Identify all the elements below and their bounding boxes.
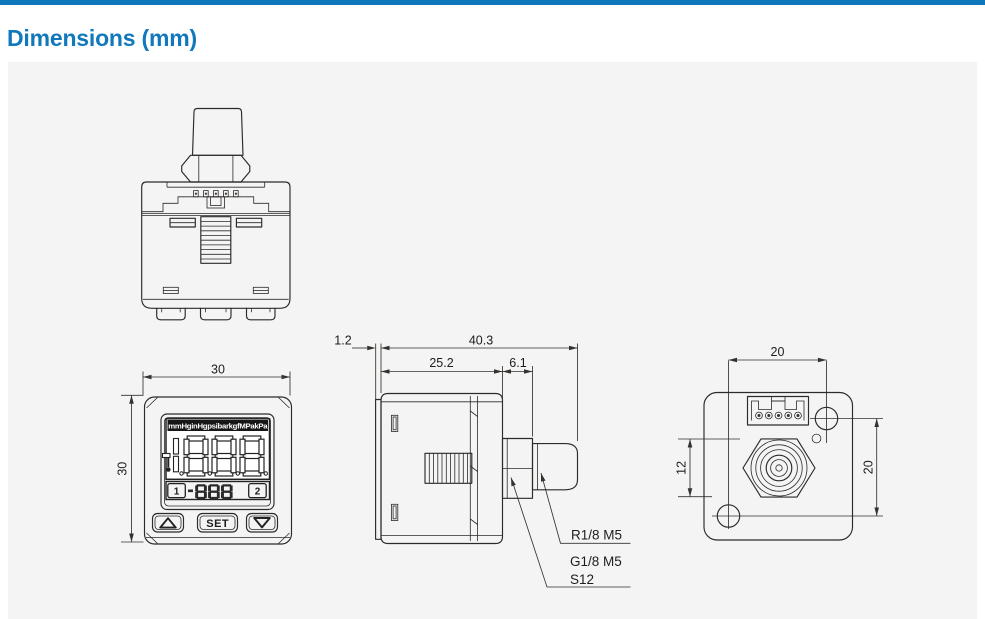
top-accent-bar bbox=[0, 0, 985, 5]
ribbed-vent-side bbox=[424, 452, 473, 484]
corner-chamfers bbox=[146, 397, 290, 544]
front-dimensions: 30 30 bbox=[116, 363, 291, 543]
connector-recess-top bbox=[141, 182, 290, 213]
body-top bbox=[141, 181, 291, 309]
thermometer-icon bbox=[166, 458, 171, 472]
vent-slots-top bbox=[162, 216, 269, 294]
thread-label: R1/8 M5 bbox=[571, 528, 622, 543]
up-button-glyph bbox=[151, 512, 185, 533]
lip-dim: 1.2 bbox=[334, 334, 351, 348]
front-width-dim: 30 bbox=[211, 363, 225, 377]
drawing-panel bbox=[8, 62, 977, 619]
hole-spacing-v-dim: 20 bbox=[862, 460, 876, 474]
units-text: mmHginHgpsibarkgfMPakPa bbox=[168, 422, 268, 431]
front-height-dim: 30 bbox=[116, 462, 130, 476]
pressure-port-plug-top bbox=[191, 107, 244, 156]
display-bezel bbox=[160, 413, 275, 511]
up-arrow-icon bbox=[159, 517, 177, 529]
front-view-drawing: 30 30 mm bbox=[116, 363, 293, 545]
units-strip bbox=[167, 420, 268, 431]
back-view-drawing: 20 20 12 bbox=[675, 345, 883, 541]
thread-callouts: R1/8 M5 G1/8 M5 S12 bbox=[508, 472, 631, 588]
set-button-label: SET bbox=[206, 518, 229, 530]
side-dimensions: 1.2 40.3 25.2 6.1 bbox=[334, 334, 578, 441]
overall-dim: 40.3 bbox=[469, 334, 493, 348]
body-front bbox=[143, 396, 293, 545]
down-arrow-icon bbox=[253, 517, 271, 529]
hex-depth-dim: 6.1 bbox=[509, 356, 526, 370]
connector-pins-back bbox=[755, 411, 802, 420]
connector-back bbox=[746, 395, 810, 426]
page-title: Dimensions (mm) bbox=[7, 25, 197, 51]
down-button-glyph bbox=[245, 512, 279, 533]
output2-label: 2 bbox=[255, 486, 261, 497]
breather-hole bbox=[811, 433, 822, 444]
lcd-display: mmHginHgpsibarkgfMPakPa bbox=[161, 418, 271, 501]
back-dimensions: 20 20 12 bbox=[675, 345, 879, 516]
side-view-drawing: 1.2 40.3 25.2 6.1 bbox=[334, 334, 631, 588]
body-depth-dim: 25.2 bbox=[429, 356, 453, 370]
mounting-feet-top bbox=[156, 307, 276, 321]
sub-display: 1 2 bbox=[165, 480, 271, 501]
mounting-hole-bottom-left bbox=[716, 504, 741, 528]
port-label: G1/8 M5 bbox=[570, 554, 622, 569]
output1-label: 1 bbox=[174, 486, 180, 497]
main-digits bbox=[161, 435, 268, 477]
hex-size-label: S12 bbox=[570, 572, 594, 587]
body-side bbox=[380, 392, 504, 545]
threaded-plug-side bbox=[531, 443, 579, 491]
hole-spacing-h-dim: 20 bbox=[771, 345, 785, 359]
hex-flats-dim: 12 bbox=[675, 461, 689, 475]
hex-nut-top bbox=[181, 154, 251, 183]
mounting-hole-top-right bbox=[814, 406, 839, 431]
body-back bbox=[703, 391, 854, 541]
hex-port-back bbox=[742, 438, 816, 498]
top-view-drawing bbox=[141, 107, 291, 321]
set-button-glyph: SET bbox=[196, 512, 239, 533]
centerlines bbox=[712, 360, 883, 529]
front-buttons: SET bbox=[151, 512, 279, 533]
